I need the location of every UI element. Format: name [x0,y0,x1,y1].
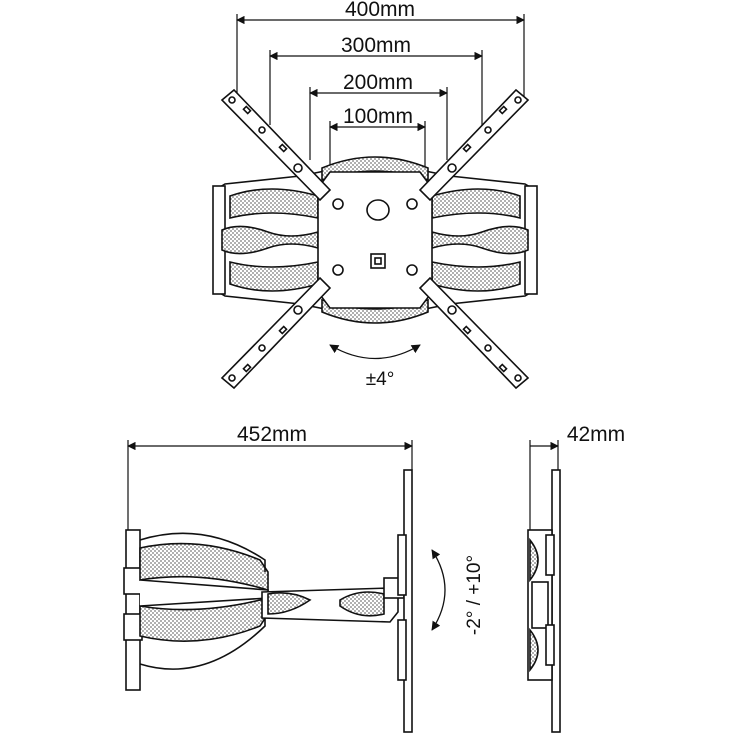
profile-label: 42mm [567,423,625,446]
dim-200-label: 200mm [343,71,413,94]
rotation-label: ±4° [366,369,395,390]
dim-400-label: 400mm [345,0,415,21]
tilt-label: -2° / +10° [464,555,485,635]
dim-100-label: 100mm [343,105,413,128]
arm-body-left [212,169,331,311]
forearm [261,577,405,623]
vesa-arm-bottom-right [418,276,530,390]
dimension-lines [236,14,525,180]
extension-label: 452mm [237,423,307,446]
tv-plate-side [397,469,413,733]
center-plate [317,171,433,309]
arm-upper [139,542,269,592]
side-view [123,440,446,733]
dim-300-label: 300mm [341,34,411,57]
vesa-arm-bottom-left [220,276,332,390]
vesa-arm-top-right [418,88,530,202]
vesa-arm-top-left [220,88,332,202]
front-view [212,14,538,390]
profile-view [527,440,561,733]
arm-body-right [419,169,538,311]
curved-double-arrow-icon [329,344,421,360]
curved-double-arrow-icon [431,549,446,631]
wall-plate [125,529,141,691]
